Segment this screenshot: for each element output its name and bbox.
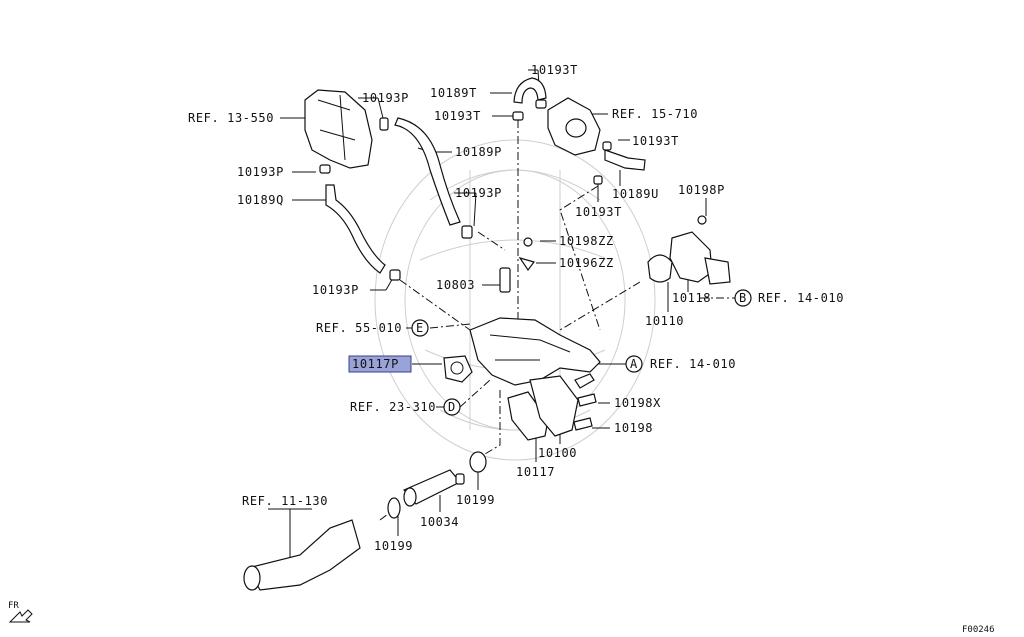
callout-ref-14-010[interactable]: REF. 14-010 — [758, 291, 844, 305]
callout-10198[interactable]: 10198 — [614, 421, 653, 435]
intake-housing — [304, 89, 373, 169]
gasket — [443, 355, 473, 383]
callout-ref-13-550[interactable]: REF. 13-550 — [188, 111, 274, 125]
callout-10189u[interactable]: 10189U — [612, 187, 659, 201]
figure-code: F00246 — [962, 625, 995, 635]
coolant-hose — [394, 117, 461, 226]
callout-10196zz[interactable]: 10196ZZ — [559, 256, 614, 270]
callout-ref-14-010[interactable]: REF. 14-010 — [650, 357, 736, 371]
thermostat-housing — [669, 231, 713, 283]
callout-10199[interactable]: 10199 — [456, 493, 495, 507]
front-arrow-icon — [8, 609, 33, 623]
part-drawings — [243, 77, 731, 591]
orientation-label: FR — [8, 601, 19, 611]
marker-b-circle — [734, 289, 752, 307]
callout-10100[interactable]: 10100 — [538, 446, 577, 460]
letter-markers: B E A D — [411, 289, 752, 416]
marker-e-circle — [411, 319, 429, 337]
callout-10199[interactable]: 10199 — [374, 539, 413, 553]
hose-clamp — [319, 164, 331, 174]
hose-clamp — [461, 225, 473, 239]
gasket — [507, 391, 549, 441]
callout-10193p[interactable]: 10193P — [237, 165, 284, 179]
hose-clamp — [379, 117, 389, 131]
callout-10117p-selected[interactable]: 10117P — [352, 357, 399, 371]
callout-10189q[interactable]: 10189Q — [237, 193, 284, 207]
coolant-hose — [325, 184, 386, 274]
marker-a-circle — [625, 355, 643, 373]
callout-ref-23-310[interactable]: REF. 23-310 — [350, 400, 436, 414]
marker-d-circle — [443, 398, 461, 416]
hose-clamp — [455, 473, 465, 485]
marker-a: A — [630, 357, 638, 371]
callout-10193p[interactable]: 10193P — [455, 186, 502, 200]
bolt — [573, 417, 593, 431]
orientation-indicator: FR — [8, 601, 33, 623]
callout-10193t[interactable]: 10193T — [632, 134, 679, 148]
marker-d: D — [448, 400, 456, 414]
water-outlet-fitting — [469, 317, 601, 386]
routing-lines — [379, 120, 740, 521]
callout-10803[interactable]: 10803 — [436, 278, 475, 292]
callout-10198zz[interactable]: 10198ZZ — [559, 234, 614, 248]
bypass-hose — [604, 149, 646, 171]
callout-10193t[interactable]: 10193T — [575, 205, 622, 219]
callout-10189p[interactable]: 10189P — [455, 145, 502, 159]
water-pipe — [529, 375, 579, 437]
bypass-hose — [513, 77, 547, 104]
callout-ref-55-010[interactable]: REF. 55-010 — [316, 321, 402, 335]
callout-10193p[interactable]: 10193P — [312, 283, 359, 297]
temperature-sensor — [499, 267, 511, 293]
hose-clamp — [512, 111, 524, 121]
hose-clamp — [602, 141, 612, 151]
marker-e: E — [416, 321, 424, 335]
bolt — [574, 373, 595, 389]
callout-10193p[interactable]: 10193P — [362, 91, 409, 105]
callout-10117[interactable]: 10117 — [516, 465, 555, 479]
marker-b: B — [739, 291, 747, 305]
hose-clamp — [593, 175, 603, 185]
callout-10198x[interactable]: 10198X — [614, 396, 661, 410]
callout-10193t[interactable]: 10193T — [531, 63, 578, 77]
callout-ref-15-710[interactable]: REF. 15-710 — [612, 107, 698, 121]
highlight-box — [348, 355, 412, 373]
callout-10110[interactable]: 10110 — [645, 314, 684, 328]
o-ring — [387, 497, 401, 519]
callout-10189t[interactable]: 10189T — [430, 86, 477, 100]
o-ring — [469, 451, 487, 473]
watermark-emblem — [374, 139, 656, 461]
hose-clamp — [535, 99, 547, 109]
hose-clamp — [389, 269, 401, 281]
callout-10034[interactable]: 10034 — [420, 515, 459, 529]
bolt — [577, 393, 597, 407]
coolant-pipe — [247, 519, 361, 591]
part-labels: REF. 13-550 10193P 10193P 10189Q 10189P … — [188, 63, 844, 553]
callout-10118[interactable]: 10118 — [672, 291, 711, 305]
callout-10193t[interactable]: 10193T — [434, 109, 481, 123]
callout-ref-11-130[interactable]: REF. 11-130 — [242, 494, 328, 508]
callout-10198p[interactable]: 10198P — [678, 183, 725, 197]
thermostat — [647, 254, 673, 283]
